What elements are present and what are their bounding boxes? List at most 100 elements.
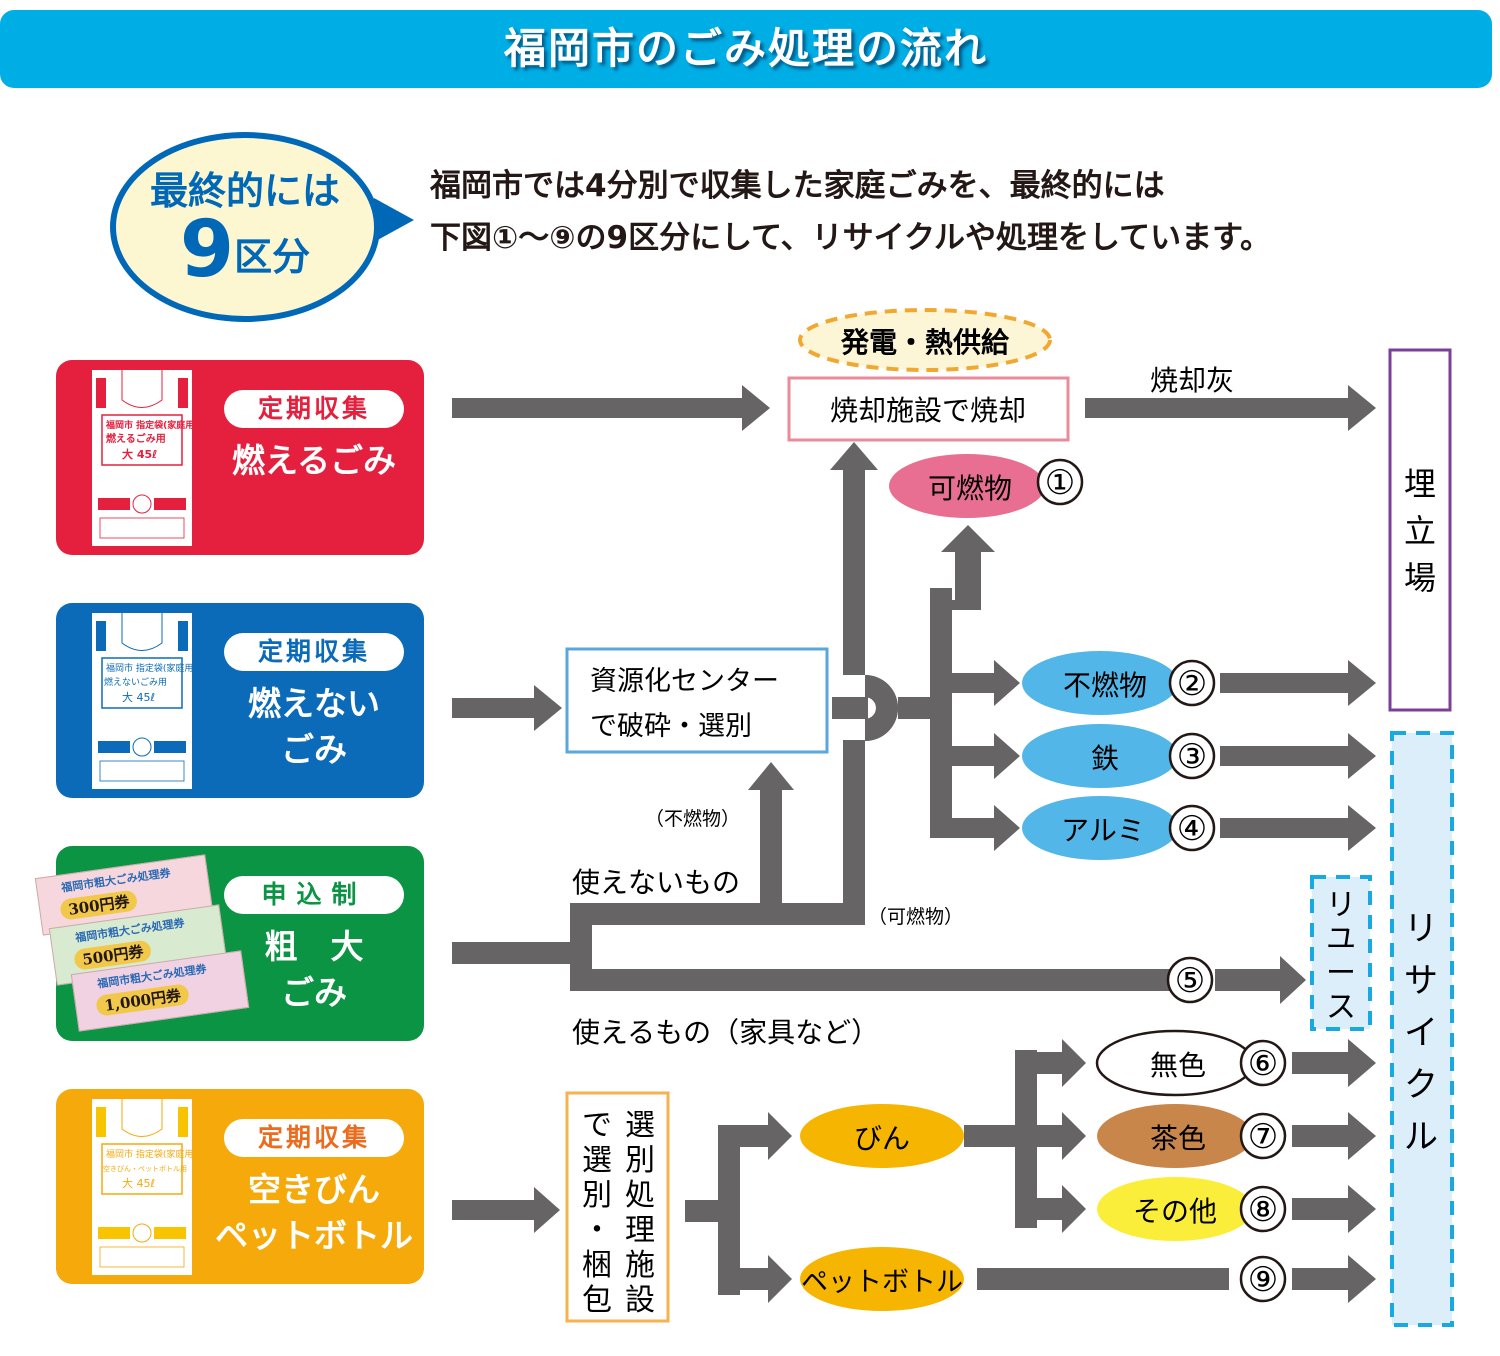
category-name-line2: ごみ [281,730,347,769]
recycle-label: リサイクル [1404,909,1438,1157]
vertical-char: 施 [625,1248,655,1283]
landfill-label: 埋立場 [1404,465,1436,597]
output-number-4: ④ [1177,809,1207,849]
brown-glass-label: 茶色 [1150,1122,1206,1155]
category-card-nonburnable: 福岡市 指定袋(家庭用) 燃えないごみ用 大 45ℓ 定期収集 燃えない ごみ [56,603,424,798]
sorting-facility-label-col2: で選別・梱包 [582,1108,612,1318]
power-generation-label: 発電・熱供給 [840,326,1010,359]
output-number-2: ② [1177,664,1207,704]
vertical-char: ー [1326,956,1356,991]
reuse-node [1310,875,1372,1031]
arrow-group [452,385,1376,1303]
vertical-char: 選 [625,1108,655,1143]
arrow-7-to-recycle [1292,1112,1376,1160]
sorting-facility-node [565,1091,670,1323]
burnable-paren-label: （可燃物） [868,906,963,928]
vertical-char: 別 [582,1178,612,1213]
category-name-line1: 粗 大 [264,927,364,966]
burnable-bag-image: 福岡市 指定袋(家庭用) 燃えるごみ用 大 45ℓ [92,370,198,546]
pet-node [800,1247,964,1311]
arrow-bottles-to-sorting [452,1187,560,1233]
vertical-char: 別 [625,1143,655,1178]
callout-pointer-icon [374,198,414,242]
iron-label: 鉄 [1091,742,1119,775]
vertical-char: ・ [582,1213,612,1248]
nonburnable-bag-image: 福岡市 指定袋(家庭用) 燃えないごみ用 大 45ℓ [92,613,197,789]
incinerator-label: 焼却施設で焼却 [830,394,1026,427]
arrow-4-to-recycle [1220,805,1376,851]
arrow-to-nonburnable [952,660,1020,706]
vertical-char: イ [1404,1013,1438,1053]
other-glass-node [1097,1177,1253,1241]
arrow-to-bin [740,1112,792,1160]
bag-label-3: 大 45ℓ [122,690,155,704]
bag-label-1: 福岡市 指定袋(家庭用) [106,662,192,674]
bag-label-2: 燃えないごみ用 [104,676,167,688]
recycling-center-node [565,647,829,754]
vertical-char: で [582,1108,612,1143]
vertical-char: 包 [582,1283,612,1318]
recycling-center-line2: で破砕・選別 [590,711,752,742]
arrow-unusable-to-center [748,762,794,790]
category-card-oversized: 福岡市粗大ごみ処理券 300円券 福岡市粗大ごみ処理券 500円券 福岡市粗大ご… [34,846,424,1041]
unusable-label: 使えないもの [572,866,740,899]
arrow-5-to-reuse [1215,956,1306,1004]
output-number-5: ⑤ [1175,961,1205,1001]
nonburnable-node [1022,651,1178,715]
bin-node [800,1104,964,1168]
intro-text-line1: 福岡市では4分別で収集した家庭ごみを、最終的には [430,168,1165,204]
collection-type-badge: 定期収集 [224,633,404,671]
pet-label: ペットボトル [801,1267,963,1298]
callout-suffix: 区分 [234,235,311,279]
iron-node [1022,724,1178,788]
vertical-char: 立 [1404,512,1436,550]
output-number-6: ⑥ [1248,1044,1278,1084]
bin-label: びん [854,1122,910,1155]
arrow-ash-to-landfill [1085,385,1376,431]
output-number-9: ⑨ [1248,1260,1278,1300]
vertical-char: 埋 [1404,465,1436,503]
category-name-line2: ごみ [281,973,347,1012]
arrow-9-to-recycle [1292,1255,1376,1303]
category-name-line1: 空きびん [248,1170,380,1209]
vertical-char: リ [1404,909,1438,949]
collection-type-badge: 定期収集 [224,390,404,428]
vertical-char: 設 [625,1283,655,1318]
arrow-8-to-recycle [1292,1185,1376,1233]
arrow-burnable-to-incinerator [452,385,770,431]
clear-glass-label: 無色 [1150,1049,1206,1082]
bag-label-3: 大 45ℓ [122,1176,155,1190]
combustible-label: 可燃物 [928,472,1012,505]
arrow-2-to-landfill [1220,660,1376,706]
vertical-char: 選 [582,1143,612,1178]
collection-type-badge: 申込制 [224,876,404,914]
category-name: 燃えるごみ [231,441,396,480]
callout-line1: 最終的には [149,169,340,213]
arrow-nonburnable-to-center [452,685,562,731]
category-name-line1: 燃えない [248,684,380,723]
bag-label-2: 空きびん・ペットボトル用 [103,1164,187,1173]
callout-line2: 9区分 [110,205,380,295]
arrow-to-pet [740,1255,792,1303]
ash-label: 焼却灰 [1150,364,1234,397]
page-title: 福岡市のごみ処理の流れ [503,24,988,73]
arrow-up-to-incinerator [830,442,878,470]
aluminum-node [1022,796,1178,860]
other-glass-label: その他 [1133,1195,1217,1228]
power-generation-node [798,308,1052,372]
vertical-char: サ [1404,961,1438,1001]
bag-label-2: 燃えるごみ用 [106,432,166,445]
arrow-to-aluminum [952,805,1020,851]
bottles-bag-image: 福岡市 指定袋(家庭用) 空きびん・ペットボトル用 大 45ℓ [92,1099,197,1275]
header-banner [0,10,1492,88]
intro-text-line2: 下図①～⑨の9区分にして、リサイクルや処理をしています。 [430,220,1272,256]
brown-glass-node [1097,1104,1253,1168]
arrow-to-iron [952,733,1020,779]
nonburnable-paren-label: （不燃物） [645,808,740,830]
vertical-char: 場 [1404,559,1436,597]
collection-type-badge: 定期収集 [224,1119,404,1157]
callout-bubble [110,132,380,322]
vertical-char: ユ [1326,922,1356,957]
bag-label-1: 福岡市 指定袋(家庭用) [105,419,192,431]
